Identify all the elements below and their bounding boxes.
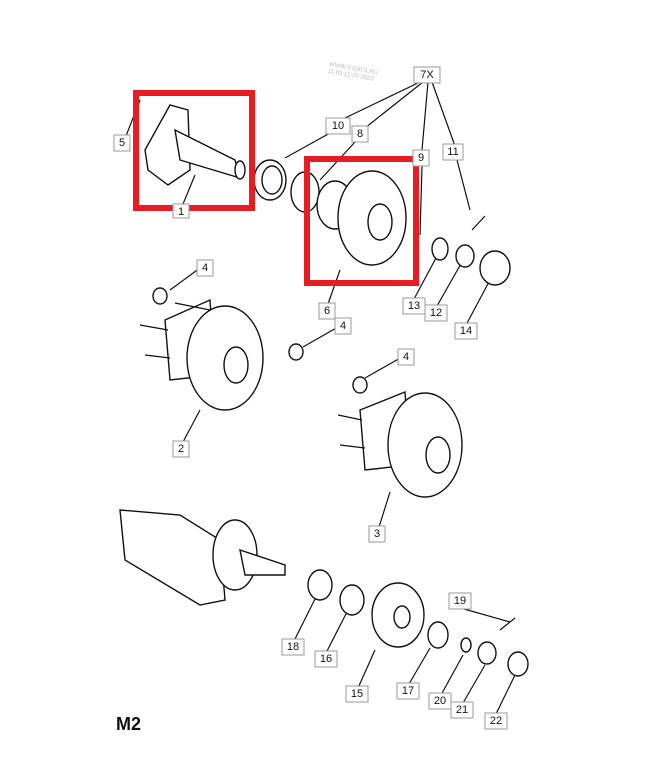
callout-6[interactable]: 6 bbox=[318, 302, 336, 320]
part-bearing-10 bbox=[253, 159, 287, 201]
callout-18[interactable]: 18 bbox=[281, 638, 305, 656]
part-bearing-18 bbox=[307, 569, 333, 601]
part-bearing-17 bbox=[427, 621, 449, 649]
svg-text:1: 1 bbox=[178, 206, 184, 218]
callout-4a[interactable]: 4 bbox=[196, 259, 214, 277]
part-washer-13 bbox=[431, 237, 449, 261]
svg-text:3: 3 bbox=[374, 528, 380, 540]
svg-text:10: 10 bbox=[332, 120, 344, 132]
svg-text:6: 6 bbox=[324, 305, 330, 317]
part-nut-4 bbox=[152, 287, 368, 394]
callout-2[interactable]: 2 bbox=[172, 440, 190, 458]
svg-text:11: 11 bbox=[447, 146, 458, 158]
callout-16[interactable]: 16 bbox=[314, 650, 338, 668]
svg-text:2: 2 bbox=[178, 443, 184, 455]
callout-4b[interactable]: 4 bbox=[334, 317, 352, 335]
callout-8[interactable]: 8 bbox=[351, 125, 369, 143]
part-hub-6 bbox=[316, 170, 407, 266]
part-split-pin-19 bbox=[499, 617, 516, 631]
svg-text:12: 12 bbox=[430, 307, 442, 319]
callout-1[interactable]: 1 bbox=[172, 203, 190, 219]
part-stub-axle-1 bbox=[144, 104, 246, 186]
callout-9[interactable]: 9 bbox=[412, 149, 430, 167]
callout-14[interactable]: 14 bbox=[454, 322, 478, 340]
svg-text:8: 8 bbox=[357, 128, 363, 140]
part-cap-22 bbox=[507, 651, 529, 677]
callout-22[interactable]: 22 bbox=[484, 712, 508, 730]
svg-text:4: 4 bbox=[403, 351, 409, 363]
svg-text:19: 19 bbox=[454, 595, 466, 607]
callout-13[interactable]: 13 bbox=[402, 297, 426, 315]
svg-text:21: 21 bbox=[456, 704, 468, 716]
callout-21[interactable]: 21 bbox=[450, 701, 474, 719]
callout-5[interactable]: 5 bbox=[113, 134, 131, 152]
svg-text:14: 14 bbox=[460, 325, 472, 337]
svg-text:4: 4 bbox=[202, 262, 208, 274]
part-washer-20 bbox=[460, 637, 472, 653]
callout-11[interactable]: 11 bbox=[442, 143, 464, 161]
svg-text:22: 22 bbox=[490, 715, 502, 727]
callout-4c[interactable]: 4 bbox=[397, 348, 415, 366]
leader-lines bbox=[125, 81, 516, 715]
callout-12[interactable]: 12 bbox=[424, 304, 448, 322]
svg-text:5: 5 bbox=[119, 137, 125, 149]
callout-20[interactable]: 20 bbox=[428, 692, 452, 710]
part-nut-21 bbox=[477, 641, 497, 665]
highlight-box-part-6 bbox=[304, 156, 419, 286]
svg-text:4: 4 bbox=[340, 320, 346, 332]
part-hub-assembly-2 bbox=[139, 298, 264, 411]
svg-text:13: 13 bbox=[408, 300, 420, 312]
callout-7x[interactable]: 7X bbox=[413, 66, 441, 84]
svg-text:9: 9 bbox=[418, 152, 424, 164]
svg-text:20: 20 bbox=[434, 695, 446, 707]
part-split-pin-11 bbox=[471, 215, 486, 231]
part-axle-beam bbox=[119, 509, 286, 606]
svg-text:15: 15 bbox=[351, 688, 363, 700]
svg-text:7X: 7X bbox=[420, 69, 434, 81]
callout-3[interactable]: 3 bbox=[368, 525, 386, 543]
highlight-box-part-1 bbox=[133, 90, 255, 211]
callout-19[interactable]: 19 bbox=[448, 592, 472, 610]
part-hub-assembly-3 bbox=[337, 390, 463, 498]
part-hub-15 bbox=[371, 582, 425, 648]
callout-10[interactable]: 10 bbox=[325, 117, 351, 135]
diagram-code: M2 bbox=[116, 714, 142, 734]
part-cap-14 bbox=[479, 250, 511, 286]
svg-text:16: 16 bbox=[320, 653, 332, 665]
callout-17[interactable]: 17 bbox=[396, 682, 420, 700]
callout-15[interactable]: 15 bbox=[345, 685, 369, 703]
part-nut-12 bbox=[455, 244, 475, 268]
svg-text:18: 18 bbox=[287, 641, 299, 653]
svg-text:17: 17 bbox=[402, 685, 414, 697]
part-bearing-16 bbox=[339, 584, 365, 616]
